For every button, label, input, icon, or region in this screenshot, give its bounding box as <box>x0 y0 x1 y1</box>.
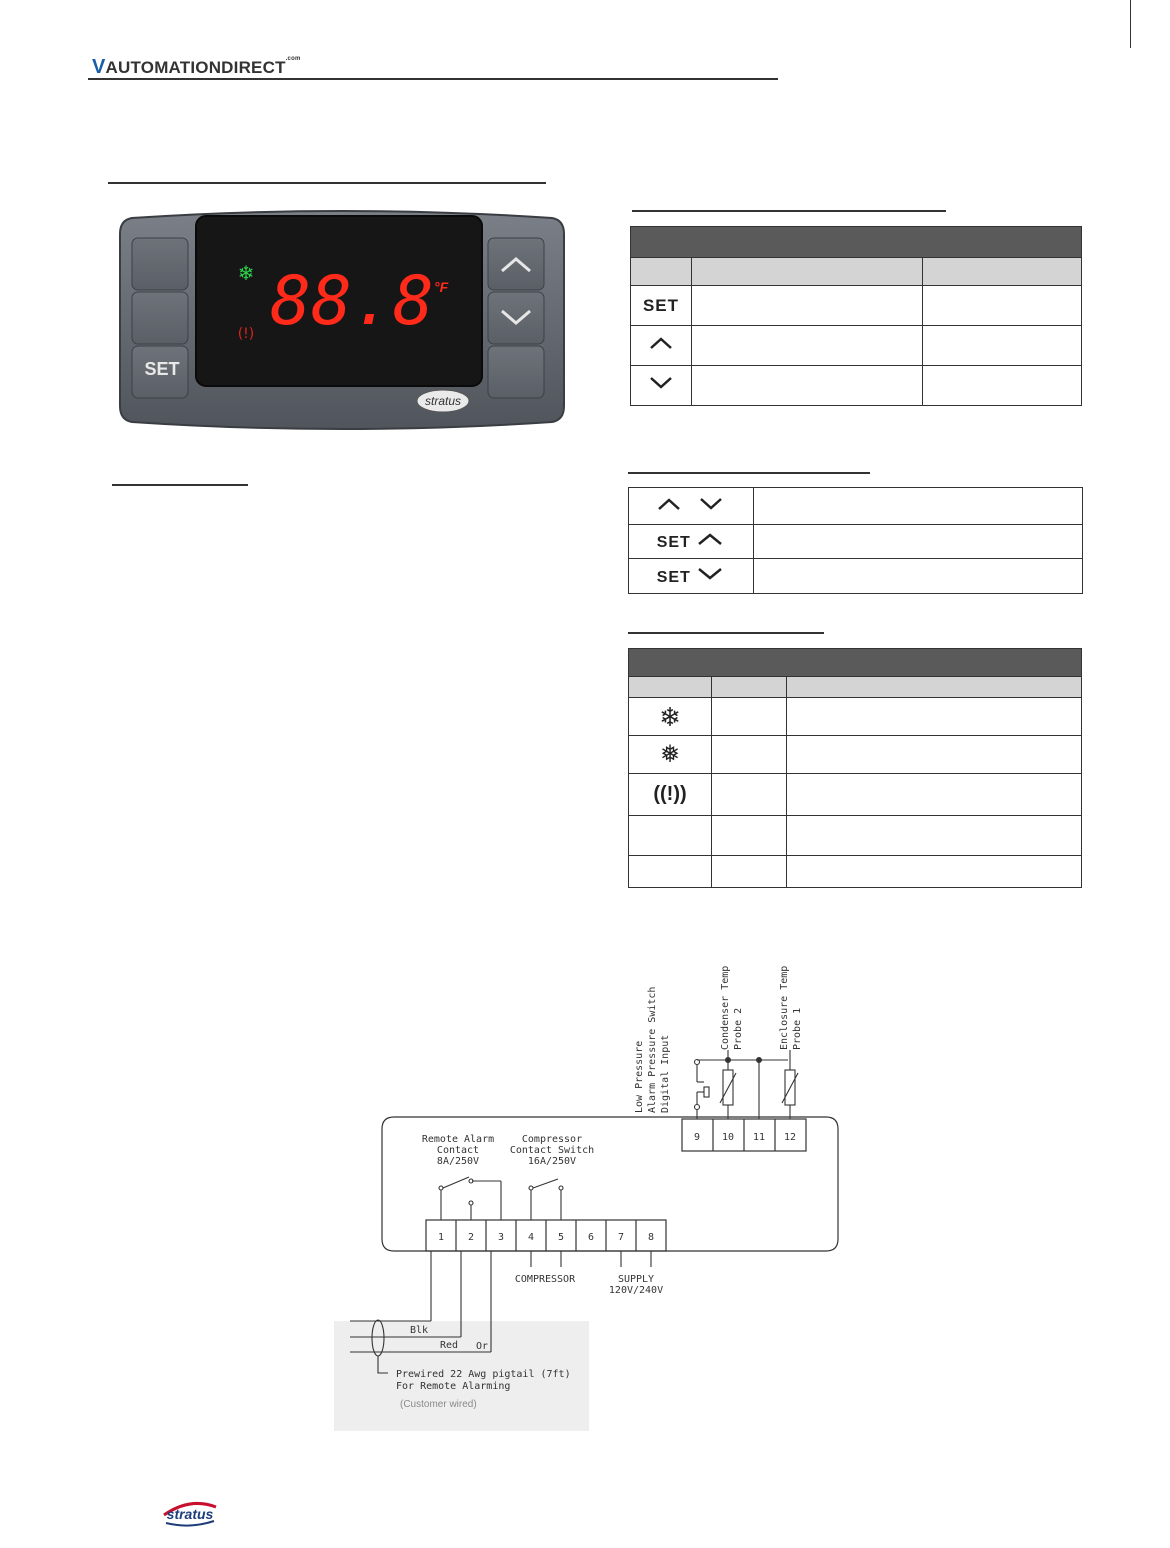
terminal-2: 2 <box>468 1232 474 1243</box>
compressor-label: COMPRESSOR <box>515 1274 576 1285</box>
snowflake-led-icon: ❄ <box>238 261 255 285</box>
left-buttons <box>131 237 189 399</box>
header-rule <box>88 78 778 80</box>
wire-or-label: Or <box>476 1341 488 1352</box>
terminal-4: 4 <box>528 1232 534 1243</box>
key-combinations-table: SET SET <box>628 487 1083 594</box>
svg-text:Probe 1: Probe 1 <box>792 1008 803 1050</box>
compressor-relay-contacts <box>528 1178 564 1220</box>
controller-front-panel: SET ❄ (!) 88.8 °F stratus <box>119 210 565 430</box>
automationdirect-logo: VAUTOMATIONDIRECT.com <box>92 56 301 78</box>
svg-text:Contact: Contact <box>437 1145 479 1156</box>
panel-set-key[interactable]: SET <box>144 359 179 379</box>
terminal-1: 1 <box>438 1232 444 1243</box>
svg-text:16A/250V: 16A/250V <box>528 1156 576 1167</box>
section-rule-combos <box>628 472 870 474</box>
corner-mark <box>1130 0 1131 48</box>
svg-text:Contact Switch: Contact Switch <box>510 1145 594 1156</box>
svg-text:Low Pressure: Low Pressure <box>634 1041 645 1113</box>
alarm-relay-contacts <box>438 1176 502 1220</box>
svg-text:Enclosure Temp: Enclosure Temp <box>779 966 790 1050</box>
svg-text:Remote Alarm: Remote Alarm <box>422 1134 494 1145</box>
terminal-3: 3 <box>498 1232 504 1243</box>
panel-down-key[interactable] <box>501 309 531 325</box>
probe-wiring <box>693 1050 799 1119</box>
keys-table: SET <box>630 226 1082 406</box>
temperature-readout: 88.8 <box>270 262 434 341</box>
svg-text:Prewired 22 Awg pigtail (7ft): Prewired 22 Awg pigtail (7ft) <box>396 1369 571 1380</box>
panel-up-key[interactable] <box>501 257 531 273</box>
pigtail-box <box>334 1321 589 1431</box>
lcd-window <box>195 215 483 387</box>
customer-wired-label: (Customer wired) <box>400 1399 477 1410</box>
wiring-diagram: 1 2 3 4 5 6 7 8 9 10 11 12 Remote Alarm … <box>334 966 839 1431</box>
section-rule-keys <box>632 210 946 212</box>
leds-table: ❄ ❅ ((!)) <box>628 648 1082 888</box>
terminal-7: 7 <box>618 1232 624 1243</box>
svg-text:Condenser Temp: Condenser Temp <box>720 966 731 1050</box>
terminal-6: 6 <box>588 1232 594 1243</box>
terminal-10: 10 <box>722 1132 734 1143</box>
terminal-5: 5 <box>558 1232 564 1243</box>
section-rule-display <box>108 182 546 184</box>
section-rule-leds <box>628 632 824 634</box>
svg-text:stratus: stratus <box>167 1506 214 1522</box>
svg-text:SUPPLY: SUPPLY <box>618 1274 654 1285</box>
combo-set-up-icons: SET <box>628 524 754 559</box>
snowflake-icon: ❄ <box>628 697 712 736</box>
svg-text:Digital Input: Digital Input <box>660 1035 671 1113</box>
svg-text:Compressor: Compressor <box>522 1134 582 1145</box>
svg-text:For Remote Alarming: For Remote Alarming <box>396 1381 510 1392</box>
svg-text:Alarm Pressure Switch: Alarm Pressure Switch <box>647 987 658 1113</box>
terminal-8: 8 <box>648 1232 654 1243</box>
terminal-strip-top <box>681 1118 807 1152</box>
unit-label: °F <box>434 279 449 295</box>
combo-up-down-icons <box>628 487 754 525</box>
terminal-11: 11 <box>753 1132 765 1143</box>
down-arrow-icon <box>630 365 692 406</box>
keys-table-header <box>630 226 1082 258</box>
wire-red-label: Red <box>440 1340 458 1351</box>
terminal-strip-bottom <box>425 1219 667 1252</box>
terminal-9: 9 <box>694 1132 700 1143</box>
panel-brand: stratus <box>425 394 461 408</box>
alarm-led-icon: (!) <box>238 326 255 342</box>
set-key-icon: SET <box>630 285 692 326</box>
up-arrow-icon <box>630 325 692 366</box>
snowflake-flashing-icon: ❅ <box>628 735 712 774</box>
svg-text:8A/250V: 8A/250V <box>437 1156 479 1167</box>
svg-text:Probe 2: Probe 2 <box>733 1008 744 1050</box>
section-rule-left <box>112 484 248 486</box>
right-buttons <box>487 237 545 399</box>
svg-text:120V/240V: 120V/240V <box>609 1285 663 1296</box>
combo-set-down-icons: SET <box>628 558 754 594</box>
stratus-footer-logo: stratus <box>163 1501 217 1527</box>
wire-blk-label: Blk <box>410 1325 428 1336</box>
alarm-icon: ((!)) <box>628 773 712 816</box>
terminal-12: 12 <box>784 1132 796 1143</box>
stratus-badge <box>416 389 470 413</box>
